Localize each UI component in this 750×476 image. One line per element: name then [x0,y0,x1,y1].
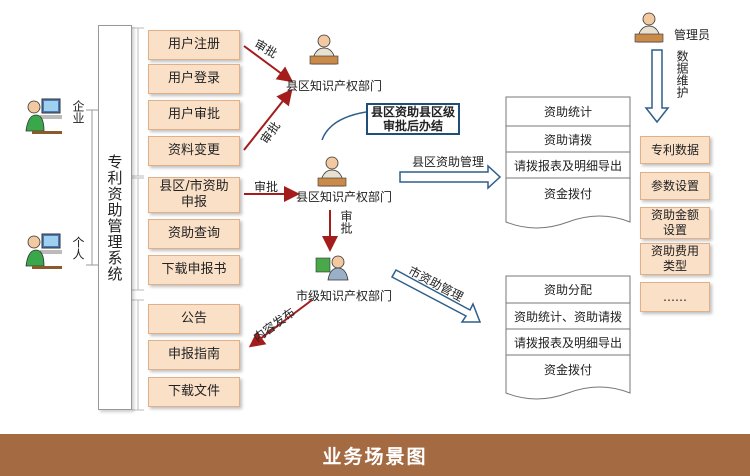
funding-apply-box[interactable]: 县区/市资助申报 [148,177,240,213]
individual-user-icon [25,233,62,269]
announcement-box[interactable]: 公告 [148,304,240,334]
city-doc-row-disburse: 资金拨付 [543,362,592,377]
city-doc-row-allocate: 资助分配 [543,283,592,297]
download-form-box[interactable]: 下载申报书 [148,255,240,285]
funding-query-box[interactable]: 资助查询 [148,219,240,249]
data-maint-arrow [644,49,670,124]
city-doc-shape [505,275,631,400]
approve-label-4: 审批 [339,210,353,234]
enterprise-label: 企业 [71,100,85,124]
county-doc-row-request: 资助请拨 [543,132,592,147]
county-mgmt-arrow [399,164,502,190]
apply-guide-box[interactable]: 申报指南 [148,340,240,370]
user-login-box[interactable]: 用户登录 [148,64,240,94]
individual-label: 个人 [71,236,85,260]
footer-title: 业务场景图 [322,445,428,468]
county-doc-row-stats: 资助统计 [543,105,592,119]
county-officer-mid-icon [317,156,347,187]
system-panel: 专利资助管理系统 [98,25,132,410]
city-dept-label: 市级知识产权部门 [296,289,393,303]
county-dept-mid-label: 县区知识产权部门 [296,190,393,204]
note-connector [321,111,367,141]
city-mgmt-arrow [390,268,482,323]
param-settings-box[interactable]: 参数设置 [640,172,710,200]
county-funding-doc: 资助统计 资助请拨 请拨报表及明细导出 资金拨付 [506,97,630,222]
system-label: 专利资助管理系统 [105,153,124,282]
city-officer-icon [315,255,349,281]
county-doc-row-disburse: 资金拨付 [543,186,592,201]
county-doc-row-export: 请拨报表及明细导出 [513,158,622,173]
patent-data-box[interactable]: 专利数据 [640,136,710,164]
publish-arrow [248,299,313,348]
county-dept-top-label: 县区知识产权部门 [286,79,383,93]
county-officer-top-icon [309,34,339,65]
city-doc-row-stats-request: 资助统计、资助请拨 [513,309,622,324]
approve-arrow-2 [243,88,293,151]
data-maint-label: 数据维护 [675,50,689,98]
profile-change-box[interactable]: 资料变更 [148,136,240,166]
footer-banner: 业务场景图 [0,434,750,476]
amount-settings-box[interactable]: 资助金额设置 [640,207,710,239]
city-funding-doc: 资助分配 资助统计、资助请拨 请拨报表及明细导出 资金拨付 [506,276,630,393]
admin-icon [634,12,664,43]
user-register-box[interactable]: 用户注册 [148,30,240,60]
download-files-box[interactable]: 下载文件 [148,377,240,407]
approve-arrow-1 [243,45,294,83]
fee-type-box[interactable]: 资助费用类型 [640,243,710,275]
county-closure-note: 县区资助县区级审批后办结 [366,103,460,135]
county-doc-shape [505,96,631,229]
county-mgmt-label: 县区资助管理 [412,155,485,169]
admin-label: 管理员 [674,28,711,42]
more-items-box[interactable]: …… [640,282,710,312]
enterprise-user-icon [25,98,62,134]
city-doc-row-export: 请拨报表及明细导出 [513,335,622,350]
approve-label-3: 审批 [254,180,279,194]
user-approval-box[interactable]: 用户审批 [148,100,240,130]
